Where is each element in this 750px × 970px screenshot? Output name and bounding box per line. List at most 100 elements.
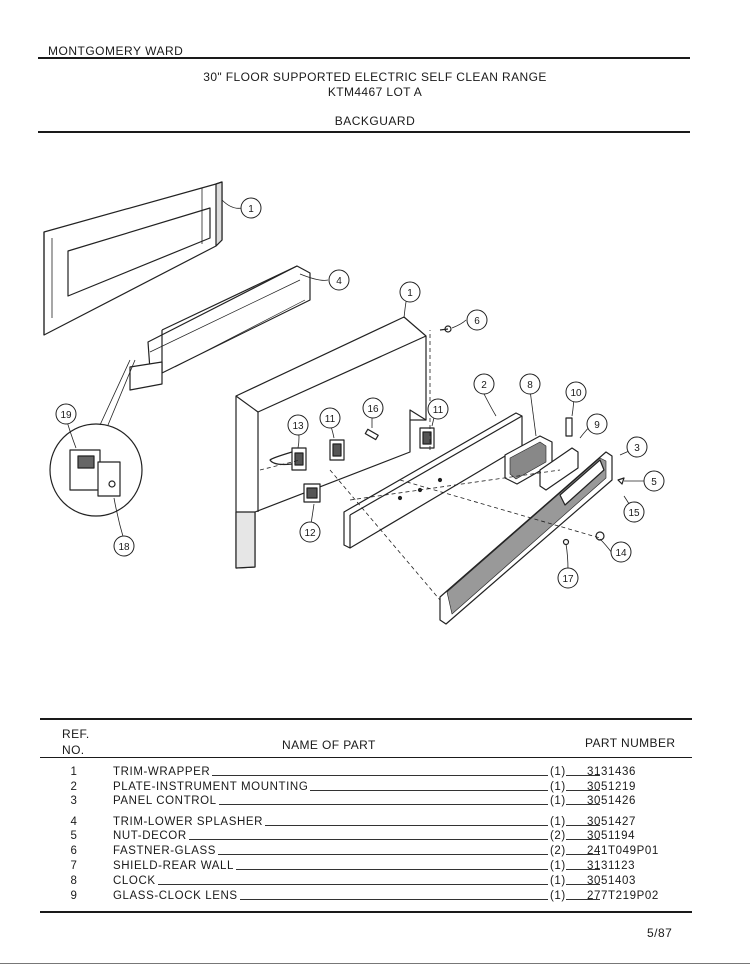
ref-header-line2: NO. bbox=[62, 743, 85, 757]
part-number: 3131123 bbox=[587, 860, 636, 872]
component-switches-drawing bbox=[269, 325, 625, 546]
callout-label: 2 bbox=[481, 380, 487, 391]
part-number: 3131436 bbox=[587, 766, 636, 778]
ref-number: 6 bbox=[70, 845, 78, 857]
part-qty: (2) bbox=[548, 845, 566, 858]
callout-label: 11 bbox=[325, 414, 336, 425]
table-row: 8 CLOCK (1) 3051403 bbox=[60, 875, 700, 888]
ref-number: 1 bbox=[70, 766, 78, 778]
callout-label: 9 bbox=[594, 420, 600, 431]
part-qty: (1) bbox=[548, 816, 566, 829]
callout-label: 14 bbox=[615, 548, 627, 559]
callout-balloons bbox=[55, 197, 665, 589]
header-rule-bottom bbox=[38, 131, 690, 133]
ref-number: 3 bbox=[70, 795, 78, 807]
leader-line bbox=[120, 790, 600, 791]
part-name: TRIM-WRAPPER bbox=[113, 766, 213, 779]
callout-3 bbox=[626, 436, 648, 458]
ref-no-header: REF. NO. bbox=[62, 726, 90, 758]
callout-2 bbox=[473, 373, 495, 395]
part-number-header: PART NUMBER bbox=[585, 736, 676, 750]
part-name: TRIM-LOWER SPLASHER bbox=[113, 816, 266, 829]
table-row: 3 PANEL CONTROL (1) 3051426 bbox=[60, 795, 700, 808]
title-line-1: 30" FLOOR SUPPORTED ELECTRIC SELF CLEAN … bbox=[203, 70, 547, 84]
ref-header-line1: REF. bbox=[62, 727, 90, 741]
callout-11-right bbox=[427, 398, 449, 420]
callout-label: 10 bbox=[570, 388, 582, 399]
header-rule-top bbox=[38, 57, 690, 59]
part-name: SHIELD-REAR WALL bbox=[113, 860, 237, 873]
callout-14 bbox=[610, 541, 632, 563]
callout-label: 4 bbox=[336, 276, 342, 287]
callout-numbers: 1 4 1 6 2 8 10 9 3 5 15 14 17 16 11 11 1… bbox=[60, 204, 657, 585]
callout-13 bbox=[287, 414, 309, 436]
table-row: 7 SHIELD-REAR WALL (1) 3131123 bbox=[60, 860, 700, 873]
part-name: PLATE-INSTRUMENT MOUNTING bbox=[113, 781, 311, 794]
callout-16 bbox=[362, 397, 384, 419]
part-name: CLOCK bbox=[113, 875, 158, 888]
callout-label: 19 bbox=[60, 410, 72, 421]
part-number: 277T219P02 bbox=[587, 890, 659, 902]
callout-label: 6 bbox=[474, 316, 480, 327]
table-header-rule bbox=[40, 757, 692, 758]
callout-label: 16 bbox=[367, 404, 379, 415]
part-number: 3051403 bbox=[587, 875, 636, 887]
table-row: 9 GLASS-CLOCK LENS (1) 277T219P02 bbox=[60, 890, 700, 903]
leader-line bbox=[120, 869, 600, 870]
callout-18 bbox=[113, 535, 135, 557]
callout-label: 12 bbox=[304, 528, 316, 539]
part-name: PANEL CONTROL bbox=[113, 795, 219, 808]
part-number: 3051194 bbox=[587, 830, 636, 842]
shield-rear-wall-drawing bbox=[43, 181, 223, 336]
ref-number: 7 bbox=[70, 860, 78, 872]
callout-12 bbox=[299, 521, 321, 543]
callout-8 bbox=[519, 373, 541, 395]
callout-10 bbox=[565, 381, 587, 403]
ref-number: 8 bbox=[70, 875, 78, 887]
leader-line bbox=[120, 825, 600, 826]
part-name: NUT-DECOR bbox=[113, 830, 189, 843]
table-row: 1 TRIM-WRAPPER (1) 3131436 bbox=[60, 766, 700, 779]
leader-line bbox=[120, 839, 600, 840]
section-title: BACKGUARD bbox=[334, 114, 416, 128]
table-row: 5 NUT-DECOR (2) 3051194 bbox=[60, 830, 700, 843]
part-qty: (1) bbox=[548, 766, 566, 779]
leader-line bbox=[120, 899, 600, 900]
part-number: 3051427 bbox=[587, 816, 636, 828]
callout-label: 15 bbox=[628, 508, 640, 519]
leader-line bbox=[120, 884, 600, 885]
title-line-2: KTM4467 LOT A bbox=[327, 85, 423, 99]
callout-17 bbox=[557, 567, 579, 589]
exploded-parts-diagram: 1 4 1 6 2 8 10 9 3 5 15 14 17 16 11 11 1… bbox=[43, 181, 665, 625]
part-number: 3051426 bbox=[587, 795, 636, 807]
name-of-part-header: NAME OF PART bbox=[282, 738, 376, 752]
part-number: 241T049P01 bbox=[587, 845, 659, 857]
part-qty: (1) bbox=[548, 781, 566, 794]
part-name: FASTNER-GLASS bbox=[113, 845, 219, 858]
callout-label: 5 bbox=[651, 477, 657, 488]
part-qty: (1) bbox=[548, 795, 566, 808]
table-row: 2 PLATE-INSTRUMENT MOUNTING (1) 3051219 bbox=[60, 781, 700, 794]
table-row: 6 FASTNER-GLASS (2) 241T049P01 bbox=[60, 845, 700, 858]
part-qty: (1) bbox=[548, 890, 566, 903]
callout-label: 1 bbox=[407, 288, 413, 299]
callout-1-wrapper bbox=[399, 281, 421, 303]
page-edge-line bbox=[0, 963, 750, 964]
ref-number: 4 bbox=[70, 816, 78, 828]
table-row: 4 TRIM-LOWER SPLASHER (1) 3051427 bbox=[60, 816, 700, 829]
ref-number: 2 bbox=[70, 781, 78, 793]
callout-label: 17 bbox=[562, 574, 574, 585]
detail-circle-drawing bbox=[49, 359, 143, 517]
callout-5 bbox=[643, 470, 665, 492]
callout-4 bbox=[328, 269, 350, 291]
clock-lens-drawing bbox=[539, 447, 579, 491]
document-title: 30" FLOOR SUPPORTED ELECTRIC SELF CLEAN … bbox=[0, 70, 750, 100]
leader-line bbox=[120, 854, 600, 855]
part-qty: (1) bbox=[548, 875, 566, 888]
callout-9 bbox=[586, 413, 608, 435]
explode-lines bbox=[259, 330, 601, 601]
callout-6 bbox=[466, 309, 488, 331]
panel-control-drawing bbox=[439, 451, 613, 625]
callout-label: 8 bbox=[527, 380, 533, 391]
part-qty: (2) bbox=[548, 830, 566, 843]
